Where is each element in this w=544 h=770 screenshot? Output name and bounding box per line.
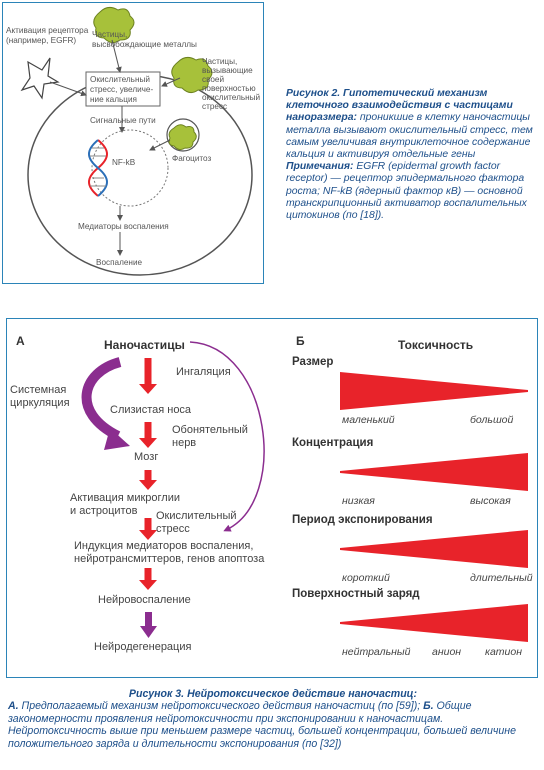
node-olfactory-1: Обонятельный xyxy=(172,424,248,436)
node-neurodegeneration: Нейродегенерация xyxy=(94,641,192,653)
label-oxidative-1: Окислительный xyxy=(90,75,150,84)
red-arrow-shaft xyxy=(144,568,152,580)
toxicity-wedge xyxy=(340,604,528,642)
figure3-caption-title: Рисунок 3. Нейротоксическое действие нан… xyxy=(128,688,418,700)
node-olfactory-2: нерв xyxy=(172,437,197,449)
systemic-arrowhead xyxy=(104,428,130,450)
label-nfkb: NF-kB xyxy=(112,158,136,167)
wedge-mid-label: анион xyxy=(432,646,462,658)
node-systemic-2: циркуляция xyxy=(10,397,70,409)
red-arrow-shaft xyxy=(144,422,152,438)
node-systemic-1: Системная xyxy=(10,384,67,396)
figure3-caption: Рисунок 3. Нейротоксическое действие нан… xyxy=(8,688,538,750)
node-induction-1: Индукция медиаторов воспаления, xyxy=(74,540,254,552)
panel-a-title: Наночастицы xyxy=(104,338,185,352)
red-arrow-shaft xyxy=(144,358,152,384)
dna-helix-icon xyxy=(88,139,108,197)
label-mediators: Медиаторы воспаления xyxy=(78,222,169,231)
toxicity-wedge xyxy=(340,372,528,410)
label-phagocytosis: Фагоцитоз xyxy=(172,154,212,163)
label-particles-surface-2: вызывающие xyxy=(202,66,253,75)
label-receptor: Активация рецептора xyxy=(6,26,89,35)
node-activation-1: Активация микроглии xyxy=(70,492,180,504)
figure2-notes-label: Примечания: xyxy=(286,161,354,173)
toxicity-param-name: Концентрация xyxy=(292,437,374,449)
figure3-frame xyxy=(6,318,538,678)
red-arrow-shaft xyxy=(144,518,152,530)
wedge-left-label: короткий xyxy=(342,572,390,584)
toxicity-wedge xyxy=(340,453,528,491)
label-oxidative-2: стресс, увеличе- xyxy=(90,85,154,94)
node-induction-2: нейротрансмиттеров, генов апоптоза xyxy=(74,553,265,565)
node-neuroinflammation: Нейровоспаление xyxy=(98,594,191,606)
wedge-right-label: высокая xyxy=(470,495,511,507)
node-oxidative-1: Окислительный xyxy=(156,510,237,522)
red-arrowhead xyxy=(139,438,157,448)
node-brain: Мозг xyxy=(134,451,159,463)
panel-b-title: Токсичность xyxy=(398,338,474,352)
neurodegeneration-arrowhead xyxy=(140,626,157,638)
red-flow-arrows xyxy=(139,358,157,590)
nucleus xyxy=(91,129,169,207)
label-signal-paths: Сигнальные пути xyxy=(90,116,156,125)
toxicity-param-name: Размер xyxy=(292,356,334,368)
toxicity-param-name: Поверхностный заряд xyxy=(292,588,420,600)
figure3-caption-body: А. Предполагаемый механизм нейротоксичес… xyxy=(8,700,538,750)
red-arrow-shaft xyxy=(144,470,152,480)
figure2-caption-text: проникшие в клетку наночастицы металла в… xyxy=(286,112,533,161)
receptor-icon xyxy=(20,57,60,100)
red-arrowhead xyxy=(139,580,157,590)
node-activation-2: и астроцитов xyxy=(70,505,138,517)
oxidative-stress-arrow xyxy=(189,341,265,532)
red-arrowhead xyxy=(139,530,157,540)
label-inflammation: Воспаление xyxy=(96,258,143,267)
figure2-caption: Рисунок 2. Гипотетический механизм клето… xyxy=(286,88,536,222)
neurodegeneration-arrow-shaft xyxy=(145,612,152,626)
figure3-caption-b-label: Б. xyxy=(423,700,434,713)
figure3-caption-a-text: Предполагаемый механизм нейротоксическог… xyxy=(21,700,421,713)
wedge-right-label: длительный xyxy=(470,572,533,584)
label-particles-surface-4: поверхностью xyxy=(202,84,256,93)
wedge-right-label: большой xyxy=(470,414,514,426)
node-oxidative-2: стресс xyxy=(156,523,190,535)
figure3-caption-b-text: Общие закономерности проявления нейроток… xyxy=(8,700,517,750)
node-nasal-mucosa: Слизистая носа xyxy=(110,404,192,416)
red-arrowhead xyxy=(139,480,157,490)
panel-b-letter: Б xyxy=(296,334,305,348)
wedge-right-label: катион xyxy=(485,646,523,658)
phagocytosed-particle-icon xyxy=(168,124,197,151)
toxicity-param-name: Период экспонирования xyxy=(292,514,433,526)
particle-surface-icon xyxy=(171,56,213,94)
figure2-frame xyxy=(2,2,264,284)
label-particles-surface-5: окислительный xyxy=(202,93,261,102)
figure2-notes-text: EGFR (epidermal growth factor receptor) … xyxy=(286,161,527,222)
figure3-caption-a-label: А. xyxy=(8,700,19,713)
toxicity-wedge xyxy=(340,530,528,568)
label-particles-release: Частицы, xyxy=(92,30,128,39)
label-particles-surface-3: своей xyxy=(202,75,225,84)
oxidative-stress-box xyxy=(85,71,161,107)
label-particles-release-2: высвобождающие металлы xyxy=(92,40,197,49)
particle-metal-icon xyxy=(93,6,135,44)
figure2-caption-title: Рисунок 2. Гипотетический механизм клето… xyxy=(286,88,513,124)
systemic-circulation-arrow xyxy=(81,357,122,441)
wedge-left-label: низкая xyxy=(342,495,375,507)
panel-a-letter: А xyxy=(16,334,25,348)
label-particles-surface-6: стресс xyxy=(202,102,228,111)
wedge-left-label: нейтральный xyxy=(342,646,411,658)
node-inhalation: Ингаляция xyxy=(176,366,231,378)
label-receptor-example: (например, EGFR) xyxy=(6,36,77,45)
label-particles-surface: Частицы, xyxy=(202,57,238,66)
label-oxidative-3: ние кальция xyxy=(90,95,137,104)
wedge-left-label: маленький xyxy=(342,414,395,426)
red-arrowhead xyxy=(139,384,157,394)
